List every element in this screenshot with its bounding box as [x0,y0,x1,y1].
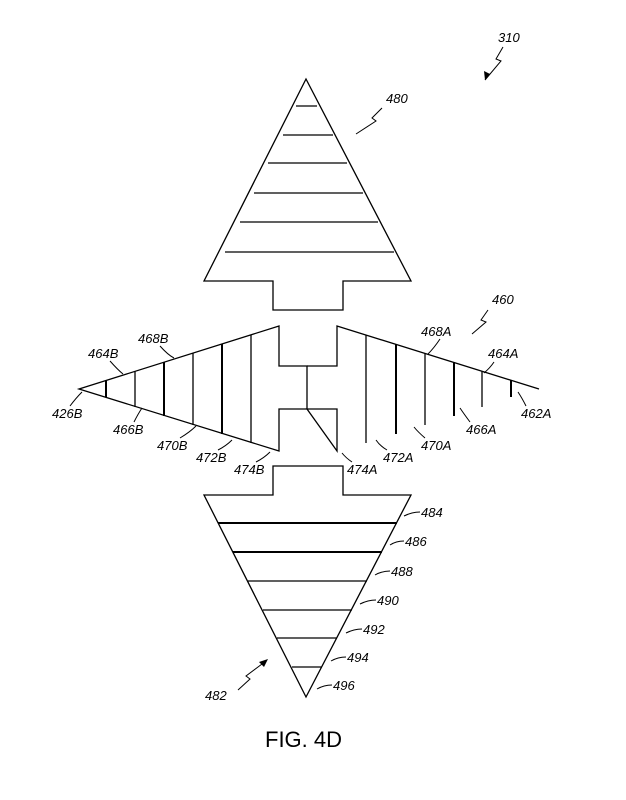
leader-468A [427,338,441,355]
arrow-310-head [484,71,490,80]
label-462A: 462A [521,406,551,421]
leader-474A [341,452,353,463]
label-488: 488 [391,564,413,579]
label-482: 482 [205,688,227,703]
label-496: 496 [333,678,355,693]
leader-472A [375,439,388,451]
label-484: 484 [421,505,443,520]
arrow-310-leader [484,46,504,81]
leader-466B [133,407,143,423]
leader-470B [179,425,197,439]
leader-462A [517,391,527,407]
label-470A: 470A [421,438,451,453]
label-464A: 464A [488,346,518,361]
label-474A: 474A [347,462,377,477]
label-468B: 468B [138,331,169,346]
leader-480 [355,107,383,135]
leader-490 [359,599,377,605]
leader-470A [413,426,426,439]
leader-472B [217,439,233,451]
label-494: 494 [347,650,369,665]
label-426B: 426B [52,406,83,421]
figure-caption: FIG. 4D [265,727,342,752]
label-472A: 472A [383,450,413,465]
leader-474B [255,451,271,463]
label-492: 492 [363,622,385,637]
label-464B: 464B [88,346,119,361]
label-490: 490 [377,593,399,608]
upper-triangle-piece [202,77,413,311]
leader-466A [459,407,471,423]
leader-464A [483,361,495,374]
label-474B: 474B [234,462,265,477]
leader-482 [237,663,263,691]
leader-496 [316,684,333,690]
leader-468B [159,345,175,359]
arrow-482-head [259,659,268,667]
leader-464B [109,360,124,375]
left-wing-piece [76,325,308,452]
label-470B: 470B [157,438,188,453]
label-466A: 466A [466,422,496,437]
label-472B: 472B [196,450,227,465]
label-486: 486 [405,534,427,549]
label-310: 310 [498,30,520,45]
leader-460 [471,309,489,335]
label-460: 460 [492,292,514,307]
label-480: 480 [386,91,408,106]
label-468A: 468A [421,324,451,339]
leader-494 [330,656,347,662]
leader-488 [374,570,391,576]
leader-492 [345,628,363,634]
right-wing-piece [305,325,540,454]
leader-484 [403,511,421,517]
leader-426B [69,391,83,407]
leader-486 [389,540,405,546]
lower-triangle-piece [202,465,413,699]
label-466B: 466B [113,422,144,437]
